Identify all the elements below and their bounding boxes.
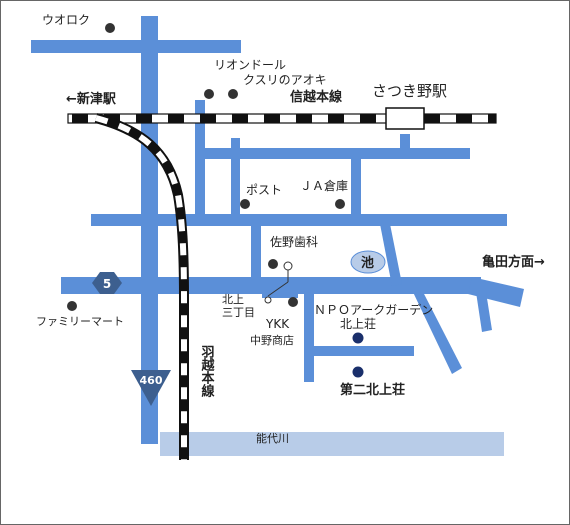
familymart-marker (67, 301, 77, 311)
road-short-vertical (231, 138, 240, 218)
label-uoroku: ウオロク (42, 13, 90, 27)
label-npo-1: ＮＰＯアークガーデン (314, 302, 433, 317)
road-route5-east (468, 277, 524, 307)
road-lower-diagonal (412, 290, 462, 374)
road-tiny-spur (262, 292, 298, 298)
label-kusuri: クスリのアオキ (243, 73, 327, 87)
road-top-horizontal (31, 40, 241, 53)
road-station-horizontal (195, 148, 470, 159)
label-satsukino-station: さつき野駅 (372, 82, 447, 100)
road-left-vertical (195, 100, 205, 225)
road-network (31, 16, 524, 444)
riondoru-marker (204, 89, 214, 99)
label-shinetsu: 信越本線 (290, 89, 343, 105)
crossing-symbol (264, 261, 293, 304)
label-pond: 池 (361, 255, 374, 271)
route5-number: 5 (103, 277, 111, 291)
label-daini: 第二北上荘 (340, 382, 405, 398)
road-station-spur (400, 134, 410, 158)
route5-shield (92, 272, 122, 294)
label-nakano: 中野商店 (250, 333, 294, 347)
label-ykk: YKK (265, 317, 290, 331)
road-lower-vertical (304, 290, 314, 382)
rail-shinetsu (67, 113, 497, 124)
river-noshiro (160, 432, 504, 456)
label-river: 能代川 (256, 431, 289, 445)
route460-shield (131, 370, 171, 406)
road-lower-horizontal (304, 346, 414, 356)
kusuri-marker (228, 89, 238, 99)
ja-marker (335, 199, 345, 209)
label-kameda: 亀田方面→ (482, 254, 545, 270)
label-riondoru: リオンドール (214, 58, 286, 72)
npo-marker (352, 332, 364, 344)
label-familymart: ファミリーマート (36, 315, 124, 328)
label-sano: 佐野歯科 (270, 235, 318, 249)
rail-uetsu (94, 113, 189, 460)
pond (350, 250, 386, 274)
sano-marker (268, 259, 278, 269)
poi-markers (67, 23, 364, 378)
label-niitsu-station: ←新津駅 (66, 91, 117, 107)
label-uetsu: 羽越本線 (199, 345, 216, 398)
road-route5 (61, 277, 481, 294)
road-middle-horizontal (91, 214, 507, 226)
road-pond-diagonal (380, 224, 402, 286)
label-post: ポスト (246, 183, 282, 197)
uoroku-marker (105, 23, 115, 33)
label-ja: ＪＡ倉庫 (300, 178, 348, 193)
daini-marker (352, 366, 364, 378)
label-kitakami-1: 北上 (222, 293, 244, 306)
road-dental-vertical (251, 214, 261, 286)
post-marker (240, 199, 250, 209)
label-kitakami-2: 三丁目 (222, 306, 255, 319)
road-east-branch (476, 292, 492, 332)
station-satsukino-box (385, 107, 425, 130)
road-mid-vertical (351, 150, 361, 220)
label-npo-2: 北上荘 (340, 317, 376, 331)
route460-number: 460 (140, 374, 163, 387)
ykk-marker (288, 297, 298, 307)
